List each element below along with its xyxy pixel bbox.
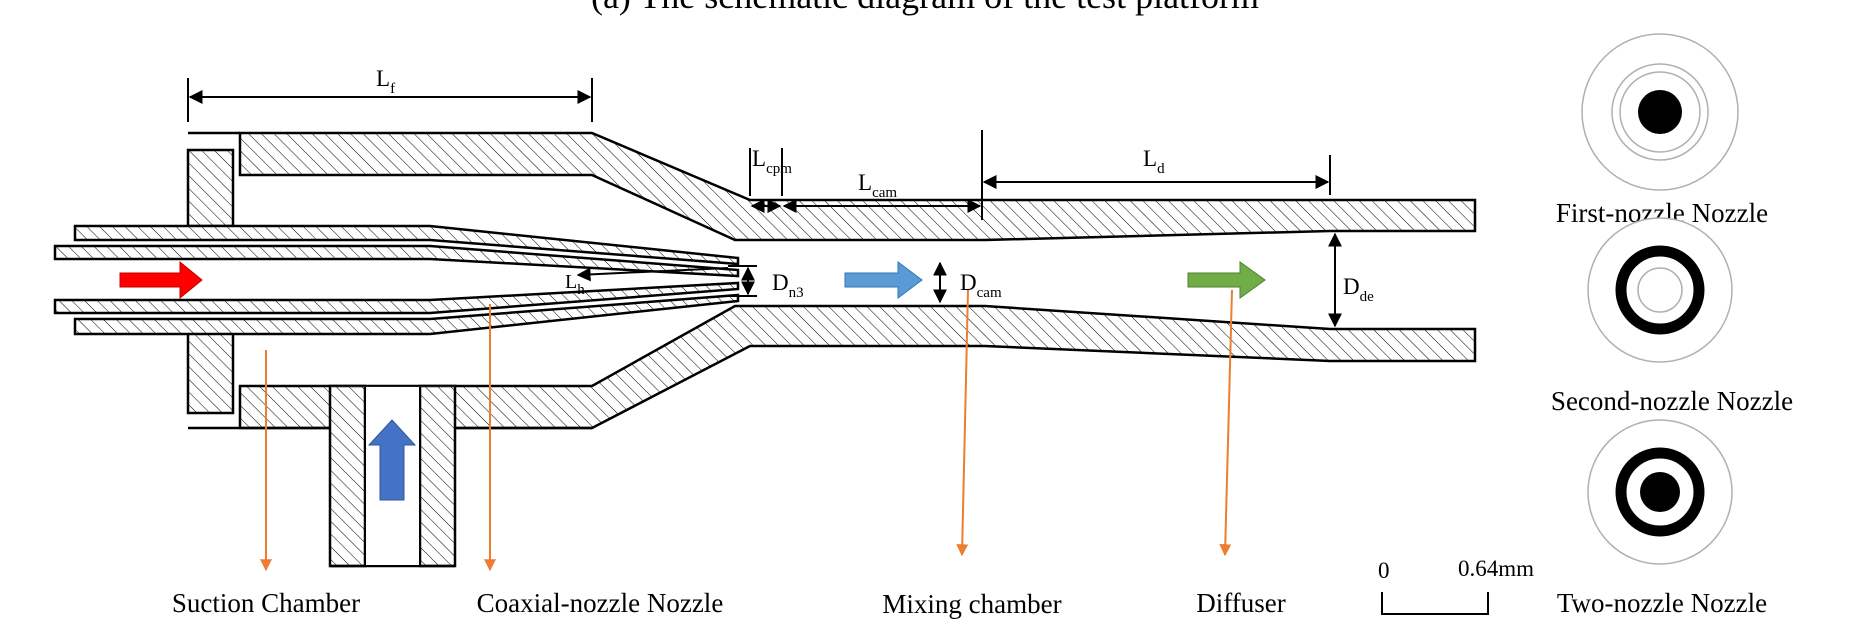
- label-Dde: Dde: [1343, 274, 1374, 305]
- label-Ld: Ld: [1143, 146, 1165, 177]
- scale-end-label: 0.64mm: [1458, 556, 1534, 581]
- scale-start-label: 0: [1378, 558, 1390, 583]
- ejector-body: [53, 131, 1477, 568]
- label-Dn3: Dn3: [772, 270, 804, 301]
- diffuser-flow-arrow: [1187, 261, 1266, 299]
- label-Lcpm: Lcpm: [752, 146, 792, 177]
- mixing-flow-arrow: [844, 261, 923, 299]
- label-Lcam: Lcam: [858, 170, 897, 201]
- two-nozzle-section: [1587, 419, 1733, 565]
- nozzle-inner-top: [53, 244, 740, 278]
- first-nozzle-section: [1581, 33, 1739, 191]
- label-mixing-chamber: Mixing chamber: [882, 589, 1061, 619]
- nozzle-inner-bottom: [53, 281, 740, 315]
- secondary-inlet-arrow: [367, 419, 417, 501]
- label-diffuser: Diffuser: [1196, 588, 1285, 618]
- label-second-nozzle: Second-nozzle Nozzle: [1551, 386, 1793, 416]
- diagram-title: (a) The schematic diagram of the test pl…: [591, 0, 1259, 16]
- callout-lines: [260, 289, 1233, 572]
- second-nozzle-section: [1587, 217, 1733, 363]
- primary-inlet-arrow: [119, 260, 203, 300]
- label-Dcam: Dcam: [960, 270, 1002, 301]
- lower-wall: [238, 304, 1477, 430]
- nozzle-outer-bottom: [73, 293, 740, 336]
- label-suction-chamber: Suction Chamber: [172, 588, 360, 618]
- lower-flange: [186, 331, 235, 415]
- suction-pipe-right-wall: [418, 384, 457, 568]
- dimension-lines: [187, 78, 1342, 328]
- nozzle-outer-top: [73, 224, 740, 266]
- label-coaxial-nozzle: Coaxial-nozzle Nozzle: [477, 588, 724, 618]
- scale-bar: [1381, 592, 1489, 615]
- suction-pipe-left-wall: [328, 384, 367, 568]
- label-Lh: Lh: [565, 271, 585, 298]
- label-Lf: Lf: [376, 66, 395, 97]
- upper-flange: [186, 148, 235, 228]
- label-two-nozzle: Two-nozzle Nozzle: [1557, 588, 1767, 618]
